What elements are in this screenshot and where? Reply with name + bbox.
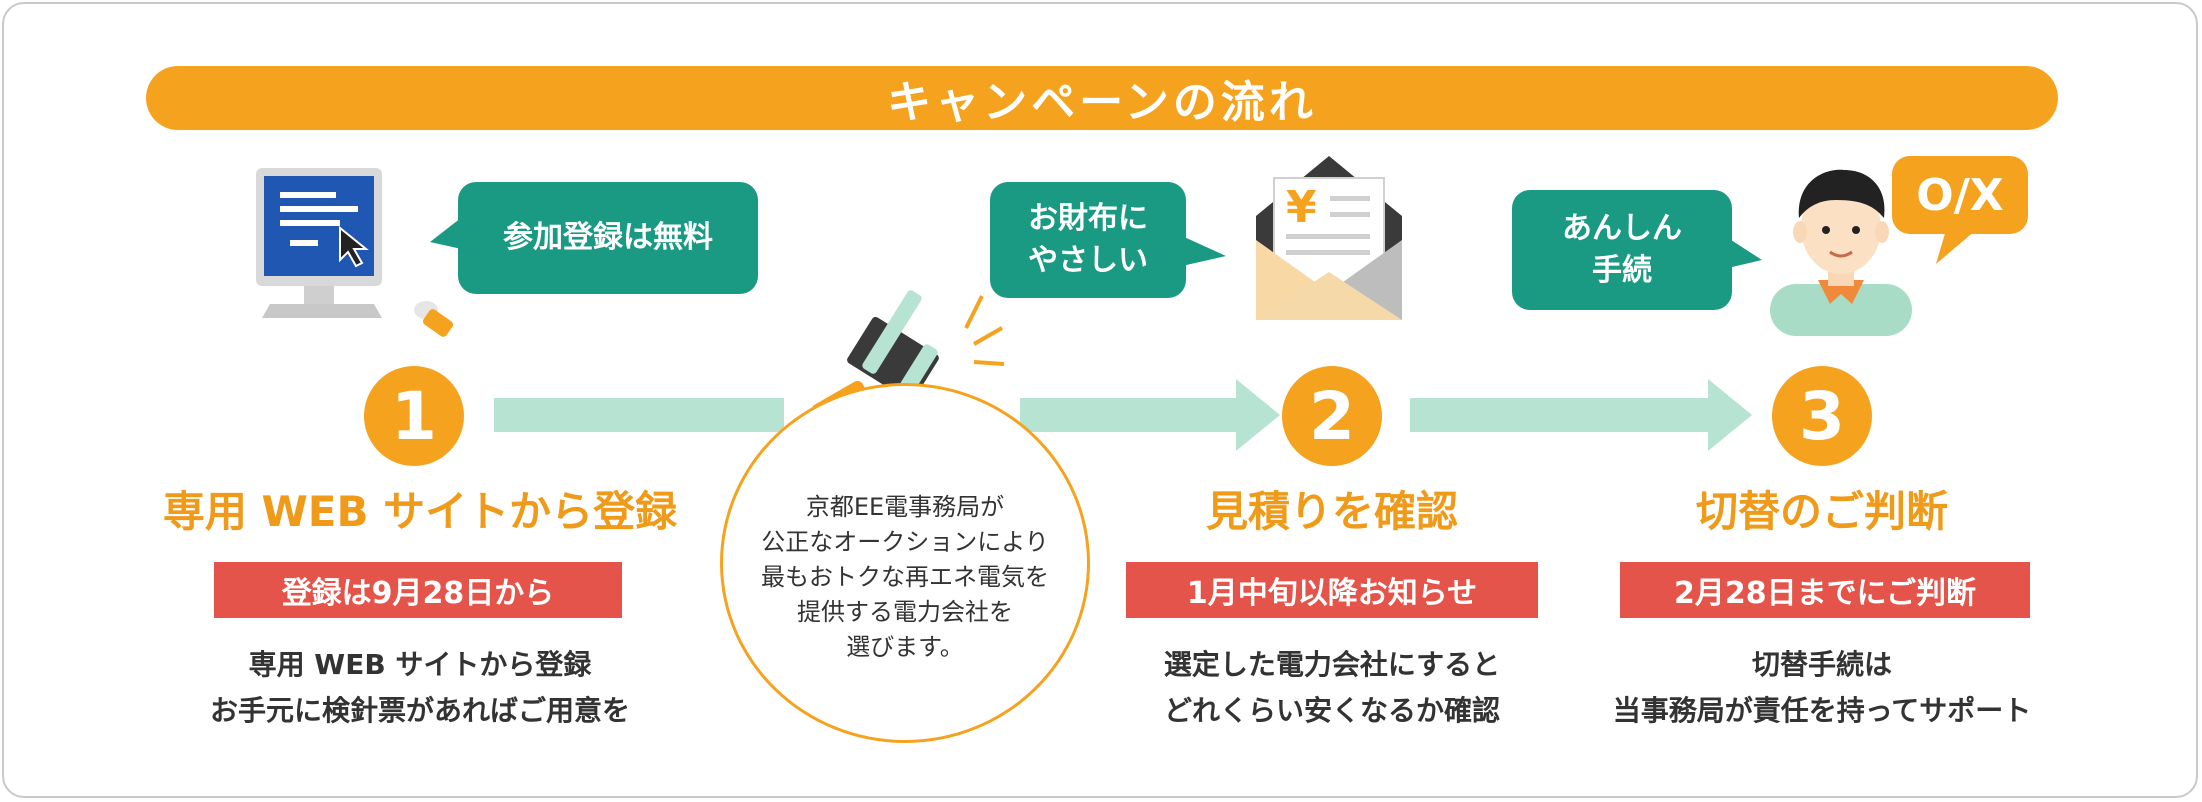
computer-icon: [256, 168, 454, 337]
step-1-date-badge: 登録は9月28日から: [214, 562, 622, 618]
step-2-desc-line2: どれくらい安くなるか確認: [1163, 694, 1500, 727]
auction-info-circle: 京都EE電事務局が 公正なオークションにより 最もおトクな再エネ電気を 提供する…: [720, 383, 1090, 743]
step-3-title: 切替のご判断: [1695, 487, 1948, 536]
step-1-description: 専用 WEB サイトから登録 お手元に検針票があればご用意を: [150, 642, 690, 734]
bubble-relief-line2: 手続: [1592, 253, 1652, 288]
bubble-relief-line1: あんしん: [1562, 211, 1682, 246]
step-1-desc-line1: 専用 WEB サイトから登録: [248, 648, 592, 681]
bubble-wallet-line2: やさしい: [1028, 243, 1148, 278]
bubble-tail-3: [1728, 238, 1762, 268]
auction-line-3: 最もおトクな再エネ電気を: [761, 562, 1049, 591]
step-1-desc-line2: お手元に検針票があればご用意を: [209, 694, 630, 727]
auction-line-4: 提供する電力会社を: [797, 597, 1013, 626]
yen-symbol: ¥: [1286, 182, 1317, 233]
step-3-description: 切替手続は 当事務局が責任を持ってサポート: [1572, 642, 2072, 734]
auction-line-1: 京都EE電事務局が: [805, 492, 1005, 521]
step-2-number: 2: [1282, 366, 1382, 466]
step-1-title: 専用 WEB サイトから登録: [162, 487, 678, 536]
step-2-date-badge: 1月中旬以降お知らせ: [1126, 562, 1538, 618]
auction-line-5: 選びます。: [846, 632, 964, 661]
campaign-flow-banner: キャンペーンの流れ: [146, 66, 2058, 130]
step-3-desc-line2: 当事務局が責任を持ってサポート: [1612, 694, 2032, 727]
step-3-desc-line1: 切替手続は: [1751, 648, 1892, 681]
flow-arrow-head-2: [1708, 379, 1752, 451]
flow-arrow-1: [494, 398, 784, 432]
step-2-desc-line1: 選定した電力会社にすると: [1163, 648, 1501, 681]
ox-speech-icon: O/X: [1892, 156, 2028, 264]
step-1-number: 1: [364, 366, 464, 466]
auction-line-2: 公正なオークションにより: [761, 527, 1049, 556]
ox-symbol: O/X: [1916, 170, 2003, 221]
envelope-yen-icon: ¥: [1256, 156, 1402, 320]
flow-arrow-head-1: [1236, 379, 1280, 451]
bubble-tail-1: [430, 214, 466, 250]
step-3-number: 3: [1772, 366, 1872, 466]
bubble-peace-of-mind: あんしん 手続: [1512, 190, 1732, 310]
auction-info-text: 京都EE電事務局が 公正なオークションにより 最もおトクな再エネ電気を 提供する…: [761, 490, 1049, 665]
step-3-date-badge: 2月28日までにご判断: [1620, 562, 2030, 618]
bubble-wallet-line1: お財布に: [1028, 201, 1148, 236]
step-2-description: 選定した電力会社にすると どれくらい安くなるか確認: [1112, 642, 1552, 734]
bubble-free-registration: 参加登録は無料: [458, 182, 758, 294]
bubble-wallet-friendly: お財布に やさしい: [990, 182, 1186, 298]
step-2-title: 見積りを確認: [1205, 487, 1458, 536]
flow-arrow-2: [1410, 398, 1710, 432]
flow-arrow-1b: [1020, 398, 1238, 432]
person-icon: [1770, 169, 1912, 336]
bubble-tail-2: [1182, 236, 1226, 266]
